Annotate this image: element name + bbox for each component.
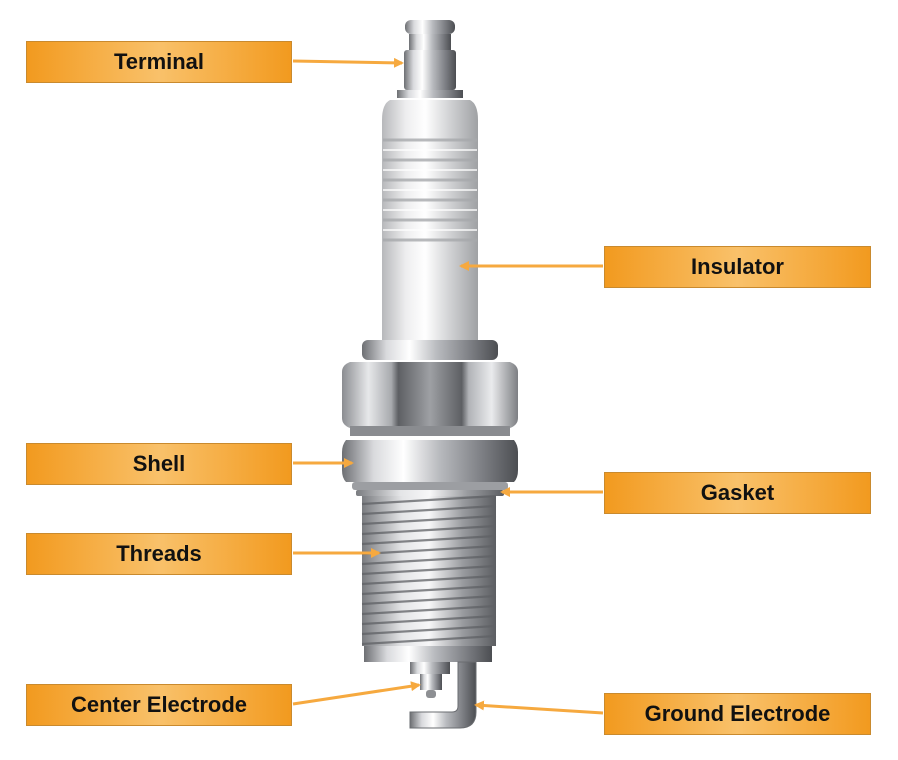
center-electrode-part [410, 662, 450, 698]
label-insulator: Insulator [604, 246, 871, 288]
callout-arrows [292, 57, 604, 715]
label-terminal: Terminal [26, 41, 292, 83]
label-shell: Shell [26, 443, 292, 485]
arrow-terminal [292, 57, 404, 68]
label-threads: Threads [26, 533, 292, 575]
arrow-center-electrode [292, 681, 421, 706]
ground-electrode-part [409, 661, 477, 729]
shell-part [342, 440, 518, 482]
label-center-electrode: Center Electrode [26, 684, 292, 726]
insulator-part [382, 100, 478, 345]
terminal-part [397, 20, 463, 98]
label-ground-electrode: Ground Electrode [604, 693, 871, 735]
gasket-part [352, 482, 508, 496]
threads-part [361, 494, 497, 662]
label-gasket: Gasket [604, 472, 871, 514]
arrow-ground-electrode [474, 700, 604, 715]
hex-nut-part [342, 340, 518, 436]
